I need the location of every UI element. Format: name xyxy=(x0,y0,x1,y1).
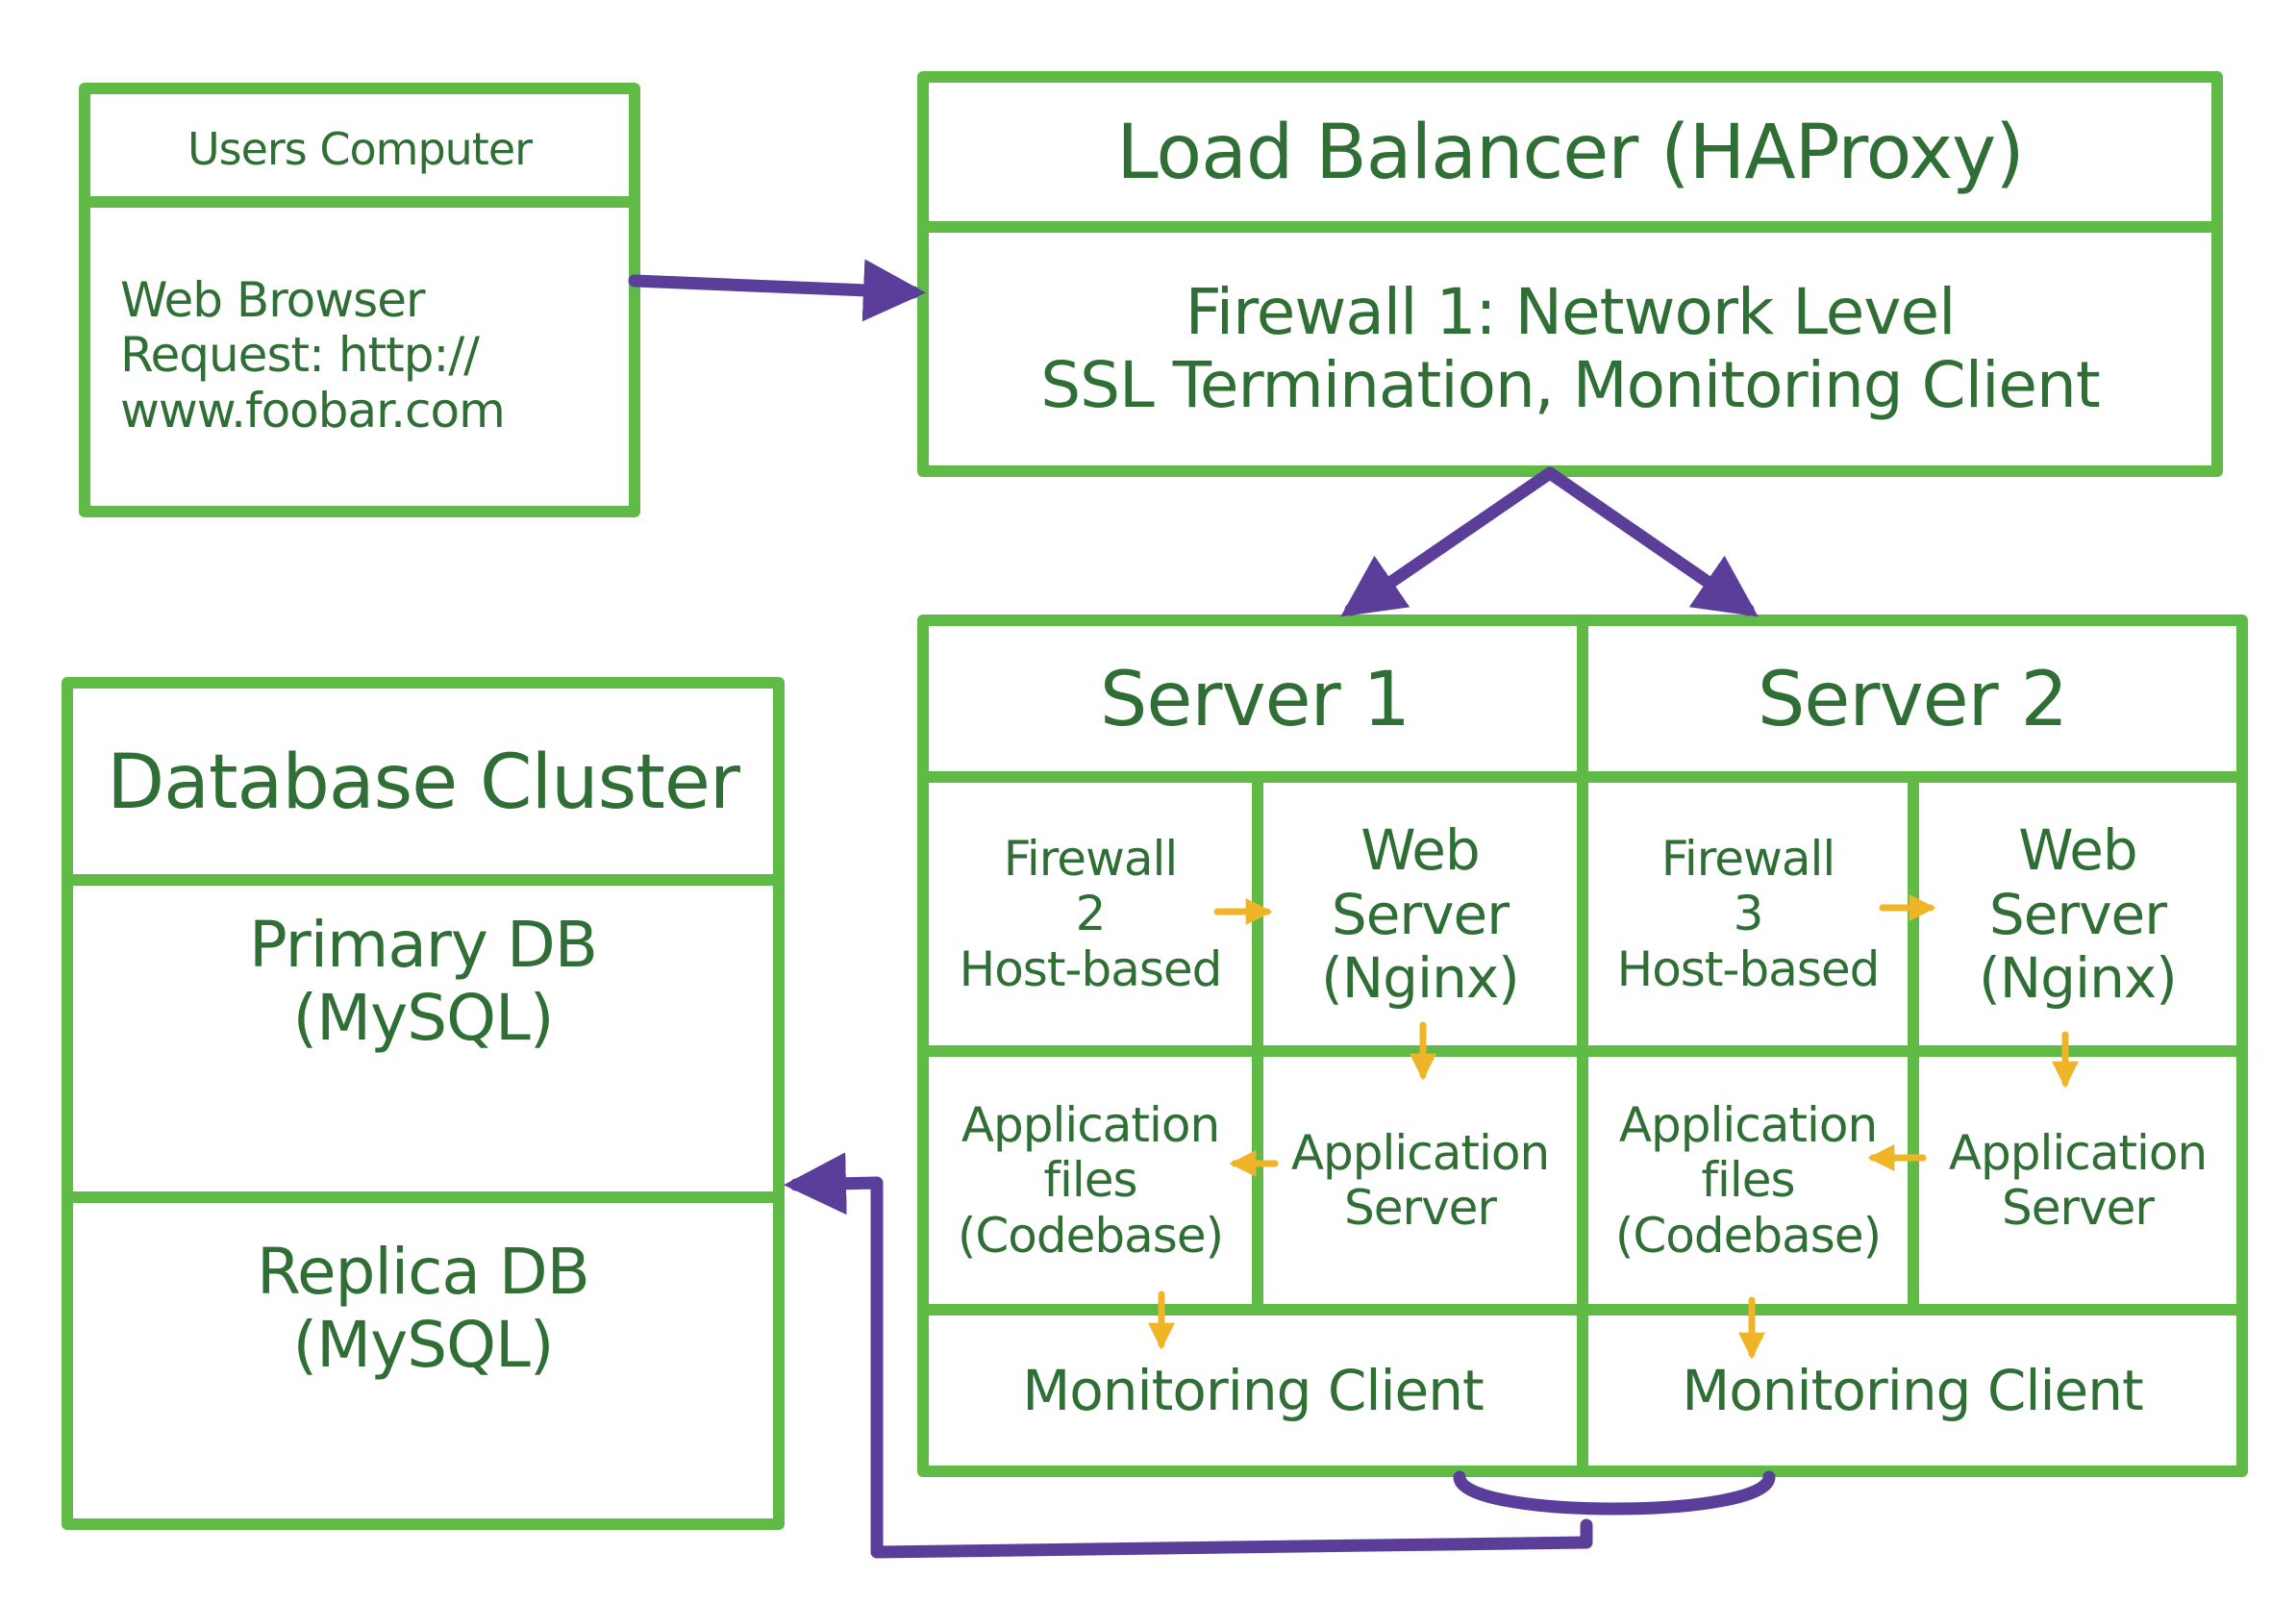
server-1-codebase-label: (Codebase) xyxy=(957,1207,1224,1264)
lb-to-server2-arrow xyxy=(1543,466,1759,617)
server-1-files-label: files xyxy=(1043,1152,1137,1209)
server-2-application-server: Application Server xyxy=(1919,1058,2236,1304)
web-browser-request: Web Browser Request: http:// www.foobar.… xyxy=(120,212,625,500)
web-browser-label: Web Browser xyxy=(120,271,426,328)
server-1-application-files: Application files (Codebase) xyxy=(929,1058,1252,1304)
server-1-application-server: Application Server xyxy=(1263,1058,1577,1304)
database-cluster-box xyxy=(62,677,785,1530)
server-2-app-server-label: Application xyxy=(1948,1124,2208,1181)
request-label: Request: http:// xyxy=(120,327,480,384)
server-1-title-text: Server 1 xyxy=(1099,657,1410,744)
server-2-files-label: files xyxy=(1701,1152,1795,1209)
servers-bracket xyxy=(1453,1470,1776,1516)
primary-db-name: Primary DB xyxy=(248,908,598,982)
primary-db: Primary DB (MySQL) xyxy=(77,890,769,1178)
server-2-monitoring-client: Monitoring Client xyxy=(1588,1316,2236,1466)
server-2-web-label: Web xyxy=(2018,816,2137,883)
database-cluster-title: Database Cluster xyxy=(77,692,769,875)
server-2-firewall-number: 3 xyxy=(1733,886,1764,942)
server-2-application-files: Application files (Codebase) xyxy=(1588,1058,1908,1304)
server-2-codebase-label: (Codebase) xyxy=(1614,1207,1882,1264)
load-balancer-title-text: Load Balancer (HAProxy) xyxy=(1116,110,2024,197)
request-url: www.foobar.com xyxy=(120,382,506,439)
server-2-app-server-sub: Server xyxy=(2002,1180,2155,1236)
servers-to-database-arrow xyxy=(784,1152,1593,1559)
server-1-nginx-label: (Nginx) xyxy=(1321,945,1520,1012)
primary-db-engine: (MySQL) xyxy=(292,980,554,1055)
server-1-firewall: Firewall 2 Host-based xyxy=(929,784,1252,1045)
users-computer-title: Users Computer xyxy=(96,101,623,197)
server-2-web-server: Web Server (Nginx) xyxy=(1919,784,2236,1045)
replica-db-engine: (MySQL) xyxy=(292,1307,554,1382)
server-1-server-label: Server xyxy=(1331,881,1510,947)
load-balancer-details: Firewall 1: Network Level SSL Terminatio… xyxy=(937,236,2203,462)
server-2-app-files-label: Application xyxy=(1618,1096,1878,1153)
server-1-app-server-label: Application xyxy=(1290,1124,1550,1181)
database-cluster-title-text: Database Cluster xyxy=(107,739,740,827)
lb-to-server1-arrow xyxy=(1340,466,1557,617)
firewall-1-label: Firewall 1: Network Level xyxy=(1185,274,1957,349)
users-computer-box xyxy=(79,83,640,517)
ssl-monitoring-label: SSL Termination, Monitoring Client xyxy=(1040,347,2101,422)
server-1-web-server: Web Server (Nginx) xyxy=(1263,784,1577,1045)
server-1-web-label: Web xyxy=(1360,816,1480,883)
server-1-title: Server 1 xyxy=(933,630,1577,772)
server-1-monitoring-label: Monitoring Client xyxy=(1022,1357,1485,1423)
server-2-title: Server 2 xyxy=(1588,630,2236,772)
server-1-app-files-label: Application xyxy=(961,1096,1220,1153)
load-balancer-title: Load Balancer (HAProxy) xyxy=(937,87,2203,221)
server-1-firewall-number: 2 xyxy=(1075,886,1107,942)
server-1-app-server-sub: Server xyxy=(1344,1180,1497,1236)
server-2-nginx-label: (Nginx) xyxy=(1979,945,2178,1012)
server-1-monitoring-client: Monitoring Client xyxy=(929,1316,1577,1466)
replica-db: Replica DB (MySQL) xyxy=(77,1207,769,1505)
server-2-firewall: Firewall 3 Host-based xyxy=(1588,784,1908,1045)
users-computer-title-text: Users Computer xyxy=(187,122,533,175)
server-2-firewall-label: Firewall xyxy=(1660,830,1836,887)
server-2-server-label: Server xyxy=(1988,881,2167,947)
server-2-title-text: Server 2 xyxy=(1757,657,2068,744)
server-1-firewall-label: Firewall xyxy=(1003,830,1179,887)
replica-db-name: Replica DB xyxy=(257,1235,590,1309)
request-arrow xyxy=(628,259,926,322)
server-2-firewall-type: Host-based xyxy=(1616,940,1881,997)
server-2-monitoring-label: Monitoring Client xyxy=(1682,1357,2144,1423)
server-1-firewall-type: Host-based xyxy=(959,940,1223,997)
